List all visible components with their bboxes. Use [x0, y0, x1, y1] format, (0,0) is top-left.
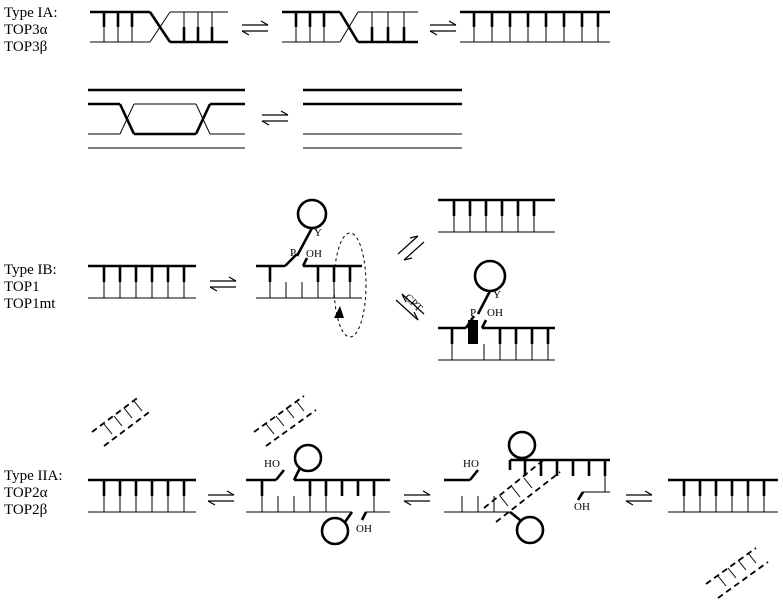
topoisomerase-enzyme-loop: [293, 443, 323, 473]
type-iia-transported-segment: [91, 395, 153, 447]
equilibrium-arrows: [625, 490, 653, 506]
type-ib-cpt-trapping-arrows: CPT: [395, 292, 425, 321]
type-ia-enzyme-top3b: TOP3β: [4, 39, 48, 55]
tyrosine-label: Y: [493, 289, 501, 301]
type-ib-enzyme-top1: TOP1: [4, 279, 40, 295]
type-ia-step-1-duplex: [90, 10, 228, 44]
type-ia-heading: Type IA:: [4, 5, 58, 21]
topoisomerase-enzyme-loop: [507, 430, 537, 460]
hydroxyl-label: HO: [264, 458, 280, 470]
camptothecin-drug-block: [468, 320, 478, 344]
type-iia-transported-segment: [253, 395, 317, 447]
type-iia-enzyme-top2b: TOP2β: [4, 502, 48, 518]
type-ib-religated-duplex: [438, 198, 555, 233]
topoisomerase-enzyme-loop: [320, 516, 350, 546]
tyrosine-label: Y: [314, 227, 322, 239]
type-ib-heading: Type IB:: [4, 262, 57, 278]
type-ia-enzyme-top3a: TOP3α: [4, 22, 48, 38]
type-ib-cpt-trapped-complex: Y P OH: [438, 259, 555, 361]
hydroxyl-label: OH: [306, 248, 322, 260]
type-iia-enzyme-top2a: TOP2α: [4, 485, 48, 501]
equilibrium-arrows: [403, 490, 431, 506]
type-ib-intact-duplex: [88, 264, 196, 299]
type-iia-strand-passage: HO OH: [444, 430, 610, 545]
type-ia-decatenation-after: [303, 88, 462, 149]
equilibrium-arrows: [207, 490, 235, 506]
hydroxyl-label: HO: [463, 458, 479, 470]
strand-rotation-ellipse: [333, 232, 367, 338]
rotation-direction-arrowhead: [334, 306, 344, 318]
type-iia-resealed-duplex: [668, 478, 778, 513]
type-ib-cleavage-complex: Y P OH: [256, 198, 367, 338]
type-ia-step-2-duplex: [282, 10, 418, 44]
equilibrium-arrows: [261, 110, 289, 126]
type-ia-step-3-duplex: [460, 10, 610, 43]
type-ib-enzyme-top1mt: TOP1mt: [4, 296, 56, 312]
topoisomerase-enzyme-loop: [473, 259, 507, 293]
hydroxyl-label: OH: [356, 523, 372, 535]
type-iia-heading: Type IIA:: [4, 468, 63, 484]
topoisomerase-enzyme-loop: [296, 198, 328, 230]
type-iia-released-segment: [705, 547, 769, 599]
equilibrium-arrows: [209, 276, 237, 292]
type-iia-gate-duplex: [88, 478, 196, 513]
type-iia-cleaved-gate: HO OH: [246, 443, 390, 546]
hydroxyl-label: OH: [574, 501, 590, 513]
type-ib-religation-arrows: [397, 235, 425, 261]
equilibrium-arrows: [429, 20, 457, 36]
topoisomerase-enzyme-loop: [515, 515, 545, 545]
hydroxyl-label: OH: [487, 307, 503, 319]
phosphate-label: P: [290, 247, 296, 259]
type-ia-decatenation-before: [88, 88, 245, 149]
equilibrium-arrows: [241, 20, 269, 36]
phosphate-label: P: [470, 307, 476, 319]
